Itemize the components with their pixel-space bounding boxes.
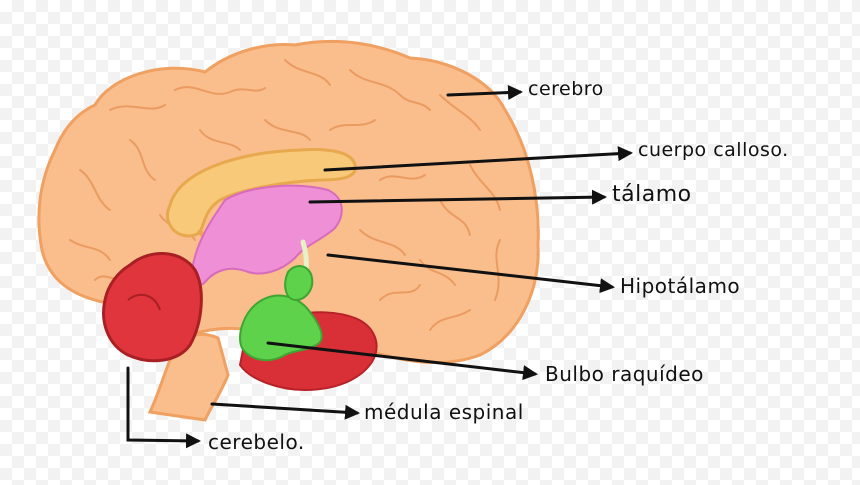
label-cerebro: cerebro <box>528 78 604 100</box>
pointer-talamo <box>308 189 607 205</box>
label-cuerpo-calloso: cuerpo calloso. <box>638 139 789 161</box>
label-cerebelo: cerebelo. <box>208 430 305 454</box>
cerebellum-fold-line <box>127 293 161 311</box>
pointer-cuerpo-calloso <box>323 146 633 172</box>
label-talamo: tálamo <box>612 182 692 207</box>
pointer-cerebro <box>446 85 523 100</box>
gyri-lines <box>69 59 501 331</box>
corpus-callosum-shape <box>165 148 357 238</box>
pointer-medula <box>210 402 360 420</box>
cerebellum-shape <box>102 252 203 363</box>
pointer-bulbo <box>266 341 538 381</box>
pointer-hipotalamo <box>326 253 615 294</box>
label-bulbo-raquideo: Bulbo raquídeo <box>545 362 704 386</box>
pointer-lines <box>126 85 633 449</box>
label-hipotalamo: Hipotálamo <box>620 274 741 298</box>
medulla-shape <box>239 294 323 362</box>
label-medula-espinal: médula espinal <box>364 400 524 424</box>
pointer-cerebelo <box>126 366 201 449</box>
medulla-upper-shape <box>284 265 314 302</box>
